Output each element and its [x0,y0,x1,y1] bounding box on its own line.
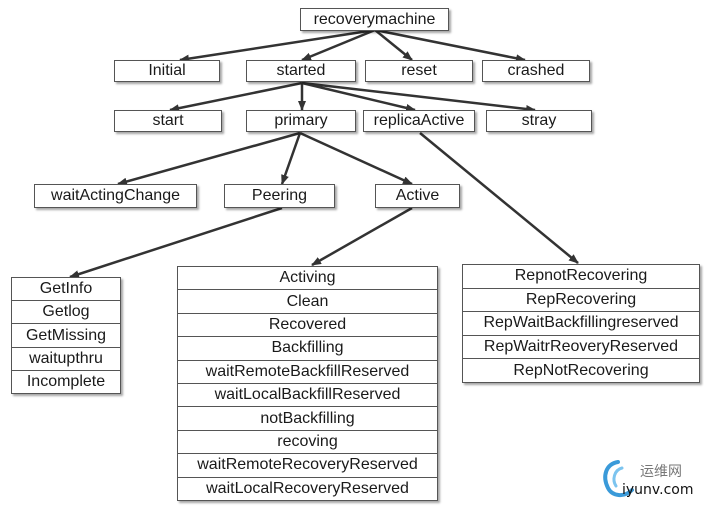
edge-primary-waitactingchange [117,131,301,186]
state-getinfo: GetInfo [12,278,120,302]
watermark-logo-icon [603,460,634,497]
state-waitremoterecoveryreserved: waitRemoteRecoveryReserved [178,454,437,478]
state-waitlocalbackfillreserved: waitLocalBackfillReserved [178,384,437,408]
state-recoving: recoving [178,431,437,455]
edge-started-stray [301,81,536,113]
node-waitactingchange: waitActingChange [34,184,197,208]
edge-primary-active [299,131,413,186]
state-backfilling: Backfilling [178,337,437,361]
edge-root-crashed [374,28,526,63]
state-waitremotebackfillreserved: waitRemoteBackfillReserved [178,361,437,385]
edge-root-reset [374,29,413,61]
watermark-chinese-text: 运维网 [640,464,682,480]
node-crashed: crashed [482,60,590,82]
state-reprecovering: RepRecovering [463,289,699,313]
node-started: started [246,60,356,82]
edge-root-started [301,28,376,62]
edge-root-initial [179,28,376,63]
stack-replica-states: RepnotRecovering RepRecovering RepWaitBa… [462,264,700,383]
state-getlog: Getlog [12,301,120,325]
stack-peering-states: GetInfo Getlog GetMissing waitupthru Inc… [11,277,121,394]
node-replicaactive: replicaActive [363,110,475,132]
state-activing: Activing [178,267,437,291]
edge-started-start [169,81,303,113]
node-initial: Initial [114,60,220,82]
state-notbackfilling: notBackfilling [178,407,437,431]
state-recovered: Recovered [178,314,437,338]
state-clean: Clean [178,290,437,314]
node-active: Active [375,184,460,208]
node-primary: primary [246,110,356,132]
stack-active-states: Activing Clean Recovered Backfilling wai… [177,266,438,501]
state-waitupthru: waitupthru [12,348,120,371]
state-repnotrecovering: RepnotRecovering [463,265,699,289]
state-waitlocalrecoveryreserved: waitLocalRecoveryReserved [206,479,409,497]
edge-active-activing [311,206,413,267]
state-repwaitbackfillingreserved: RepWaitBackfillingreserved [463,312,699,336]
node-start: start [114,110,222,132]
edge-peering-getinfo [69,206,283,279]
watermark: 运维网 iyunv.com [600,458,704,504]
node-reset: reset [365,60,473,82]
node-recoverymachine: recoverymachine [300,8,449,31]
state-getmissing: GetMissing [12,324,120,348]
edge-primary-peering [280,132,302,185]
watermark-url-text: iyunv.com [622,482,694,498]
state-incomplete: Incomplete [26,372,106,390]
edge-started-replicaactive [301,81,416,112]
edge-replicaactive-replicastates [419,132,579,264]
state-repnotrecovering-2: RepNotRecovering [513,361,649,379]
node-stray: stray [486,110,592,132]
state-repwaitrreoveryreserved: RepWaitrReoveryReserved [463,336,699,360]
node-peering: Peering [224,184,335,208]
